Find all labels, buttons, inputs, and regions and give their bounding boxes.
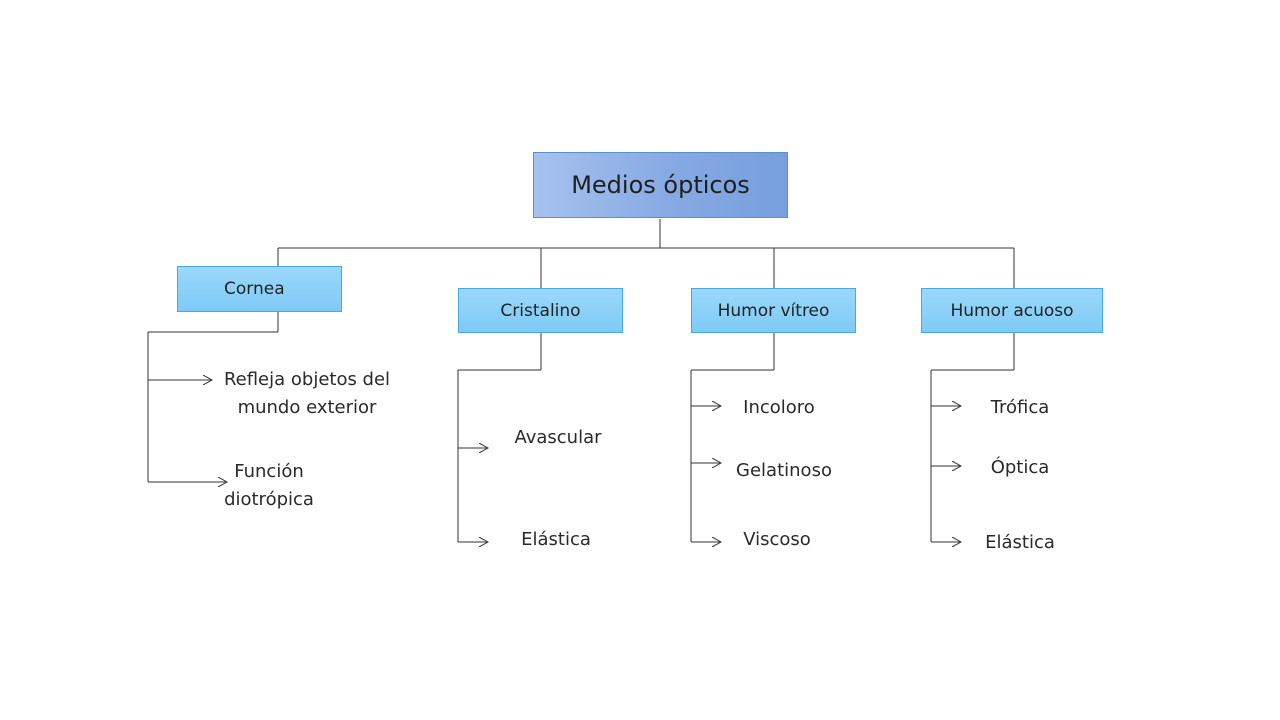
leaf-optica: Óptica [990, 457, 1050, 478]
category-node-cornea: Cornea [177, 266, 342, 312]
leaf-gelatinoso: Gelatinoso [736, 460, 832, 481]
category-node-humor-acuoso: Humor acuoso [921, 288, 1103, 333]
root-node-label: Medios ópticos [571, 171, 750, 199]
leaf-elastica-cristalino: Elástica [521, 529, 591, 550]
category-label-cristalino: Cristalino [500, 300, 581, 321]
leaf-funcion-diotropica: Función diotrópica [224, 461, 314, 510]
root-node-medios-opticos: Medios ópticos [533, 152, 788, 218]
category-label-humor-acuoso: Humor acuoso [950, 300, 1074, 321]
leaf-incoloro: Incoloro [743, 397, 815, 418]
leaf-viscoso: Viscoso [743, 529, 811, 550]
category-node-cristalino: Cristalino [458, 288, 623, 333]
leaf-elastica-acuoso: Elástica [985, 532, 1055, 553]
category-label-humor-vitreo: Humor vítreo [717, 300, 830, 321]
leaf-avascular: Avascular [514, 427, 602, 448]
category-label-cornea: Cornea [224, 279, 285, 299]
leaf-trofica: Trófica [990, 397, 1050, 418]
category-node-humor-vitreo: Humor vítreo [691, 288, 856, 333]
leaf-refleja-objetos: Refleja objetos del mundo exterior [223, 369, 391, 418]
